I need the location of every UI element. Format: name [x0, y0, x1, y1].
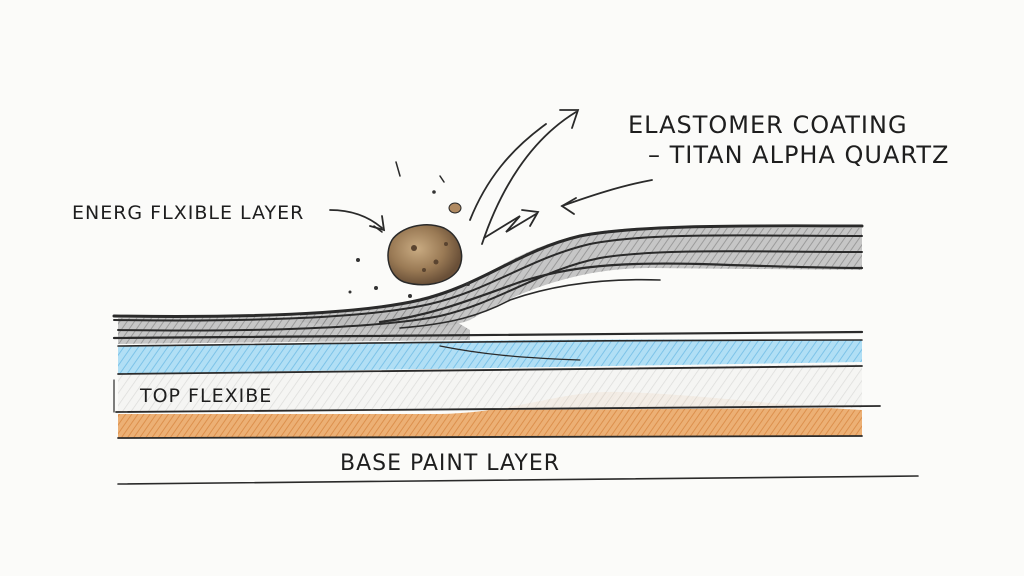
flexible-layer-callout-arrow: [329, 209, 386, 232]
elastomer-coating-layer: [300, 228, 862, 330]
top-flexible-layer: [118, 364, 862, 412]
top-flexible-label: TOP FLEXIBE: [139, 385, 272, 407]
deflection-arrow: [469, 109, 580, 245]
titan-alpha-quartz-label: – TITAN ALPHA QUARTZ: [648, 141, 949, 169]
energ-flexible-layer-label: ENERG FLXIBLE LAYER: [72, 202, 304, 224]
base-paint-layer-label: BASE PAINT LAYER: [340, 451, 560, 476]
coating-callout-arrow: [560, 179, 653, 215]
rock-debris: [348, 190, 470, 298]
elastomer-coating-label: ELASTOMER COATING: [628, 111, 908, 139]
impact-arrow: [483, 209, 540, 239]
impact-lines: [373, 161, 445, 233]
layer-outlines: [112, 224, 919, 485]
blue-layer: [118, 339, 862, 374]
